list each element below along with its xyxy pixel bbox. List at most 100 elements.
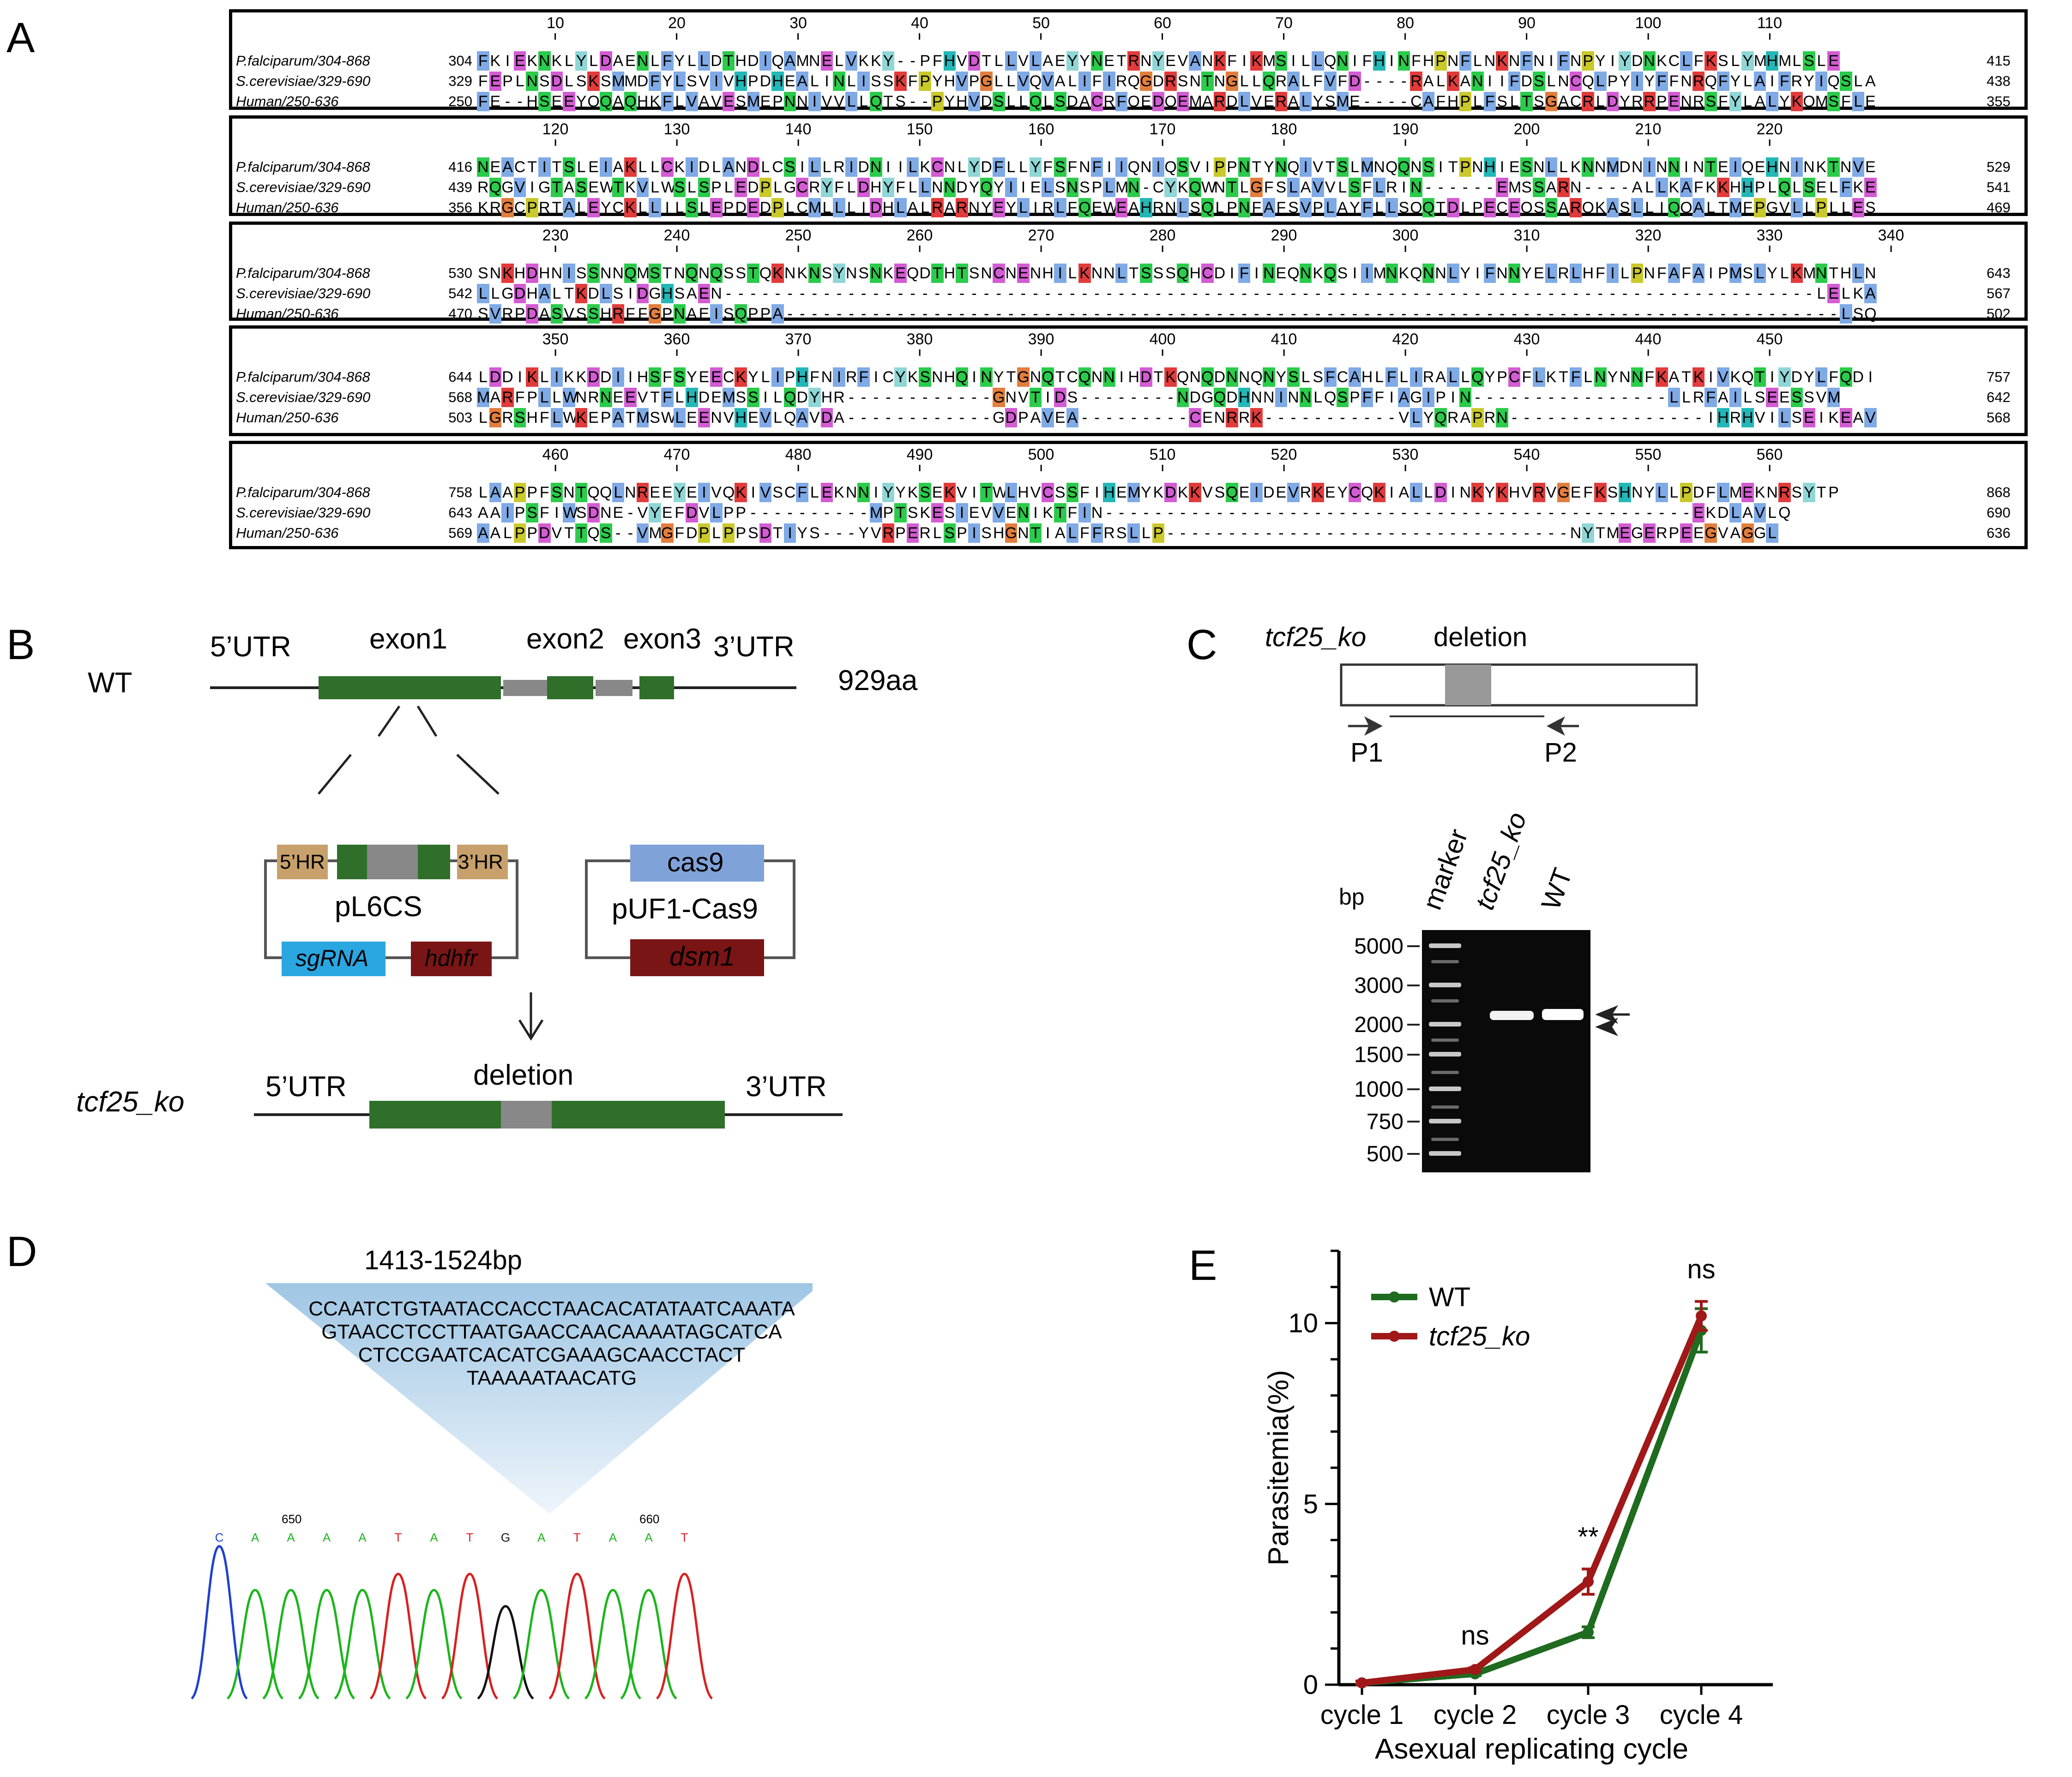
ruler-tick: 50 xyxy=(1032,14,1050,40)
start-position: 644 xyxy=(448,369,472,385)
base-call: G xyxy=(501,1531,510,1544)
end-position: 541 xyxy=(1987,179,2011,195)
gel-image xyxy=(1422,930,1590,1172)
sgrna-box xyxy=(282,942,385,976)
band-ko xyxy=(1490,1011,1534,1020)
species-label: P.falciparum/304-868 xyxy=(236,159,370,175)
base-call: T xyxy=(573,1531,581,1544)
end-position: 438 xyxy=(1987,73,2011,89)
start-position: 356 xyxy=(448,199,472,216)
ruler-tick: 540 xyxy=(1514,446,1540,471)
seq-line-1: CCAATCTGTAATACCACCTAACACATATAATCAAATA xyxy=(308,1297,795,1320)
ruler-tick: 560 xyxy=(1757,446,1783,471)
exon2-box xyxy=(547,676,593,699)
intron2-box xyxy=(596,680,632,696)
panel-label-a: A xyxy=(6,14,35,61)
insertion-triangle xyxy=(265,1283,813,1514)
ruler-tick: 170 xyxy=(1150,120,1176,146)
ruler-tick: 260 xyxy=(907,227,933,252)
x-tick-label: cycle 2 xyxy=(1434,1700,1517,1730)
cas9-box xyxy=(630,845,764,882)
start-position: 416 xyxy=(448,159,472,175)
hdhfr-label: hdhfr xyxy=(425,945,478,971)
data-point xyxy=(1470,1664,1481,1675)
end-position: 415 xyxy=(1987,53,2011,69)
end-position: 642 xyxy=(1987,389,2011,405)
ruler-tick: 140 xyxy=(785,120,812,146)
ruler-tick: 370 xyxy=(785,330,812,356)
wt-label: WT xyxy=(88,667,132,699)
trace-peak xyxy=(334,1589,391,1700)
trace-peak xyxy=(369,1573,427,1700)
ruler-tick: 420 xyxy=(1392,330,1419,356)
ruler-tick: 380 xyxy=(907,330,933,356)
ruler-tick: 230 xyxy=(542,227,569,252)
ruler-tick: 510 xyxy=(1150,446,1176,471)
wt-utr3-label: 3’UTR xyxy=(713,631,795,663)
seq-line-4: TAAAAATAACATG xyxy=(467,1367,637,1389)
end-position: 529 xyxy=(1987,159,2011,175)
ladder-label: 3000 xyxy=(1354,973,1403,998)
bp-label: bp xyxy=(1339,884,1365,910)
base-call: A xyxy=(537,1531,546,1544)
significance-label: ** xyxy=(1578,1522,1598,1552)
ruler-tick: 40 xyxy=(911,14,928,40)
base-call: A xyxy=(287,1531,295,1544)
cas9-label: cas9 xyxy=(667,847,724,877)
species-label: S.cerevisiae/329-690 xyxy=(236,73,371,89)
y-axis-label: Parasitemia(%) xyxy=(1263,1370,1295,1566)
lane-label-wt: WT xyxy=(1536,864,1578,913)
panel-label-d: D xyxy=(6,1228,37,1275)
pl6cs-label: pL6CS xyxy=(335,891,422,923)
hr5-box xyxy=(277,845,328,879)
seq-line-3: CTCCGAATCACATCGAAAGCAACCTACT xyxy=(358,1344,746,1366)
end-position: 469 xyxy=(1987,199,2011,216)
start-position: 758 xyxy=(448,484,472,500)
species-label: P.falciparum/304-868 xyxy=(236,369,370,385)
species-label: Human/250-636 xyxy=(236,199,339,216)
start-position: 250 xyxy=(448,93,472,109)
species-label: P.falciparum/304-868 xyxy=(236,484,370,500)
species-label: S.cerevisiae/329-690 xyxy=(236,285,371,301)
base-call: A xyxy=(358,1531,367,1544)
ladder-band xyxy=(1429,983,1461,987)
ladder-label: 1000 xyxy=(1354,1077,1403,1102)
data-point xyxy=(1356,1677,1367,1689)
trace-peak xyxy=(262,1589,319,1700)
start-position: 304 xyxy=(448,53,472,69)
ruler-tick: 250 xyxy=(785,227,812,252)
exon1-label: exon1 xyxy=(369,623,447,655)
trace-peak xyxy=(298,1589,355,1700)
end-position: 757 xyxy=(1987,369,2011,385)
trace-peak xyxy=(441,1573,499,1700)
ruler-tick: 360 xyxy=(664,330,690,356)
legend-label: WT xyxy=(1429,1282,1470,1312)
base-call: A xyxy=(644,1531,653,1544)
ruler-tick: 350 xyxy=(542,330,569,356)
ruler-tick: 180 xyxy=(1271,120,1297,146)
y-tick-label: 10 xyxy=(1288,1309,1318,1339)
start-position: 329 xyxy=(448,73,472,89)
ruler-tick: 330 xyxy=(1757,227,1783,252)
start-position: 542 xyxy=(448,285,472,301)
sgrna-label: sgRNA xyxy=(295,945,368,971)
ruler-tick: 110 xyxy=(1757,14,1782,40)
start-position: 503 xyxy=(448,409,472,426)
ruler-tick: 240 xyxy=(664,227,690,252)
species-label: P.falciparum/304-868 xyxy=(236,265,370,281)
end-position: 568 xyxy=(1987,409,2011,426)
ruler-tick: 70 xyxy=(1275,14,1293,40)
ruler-tick: 310 xyxy=(1514,227,1540,252)
band-wt xyxy=(1542,1009,1584,1020)
ruler-tick: 270 xyxy=(1028,227,1054,252)
